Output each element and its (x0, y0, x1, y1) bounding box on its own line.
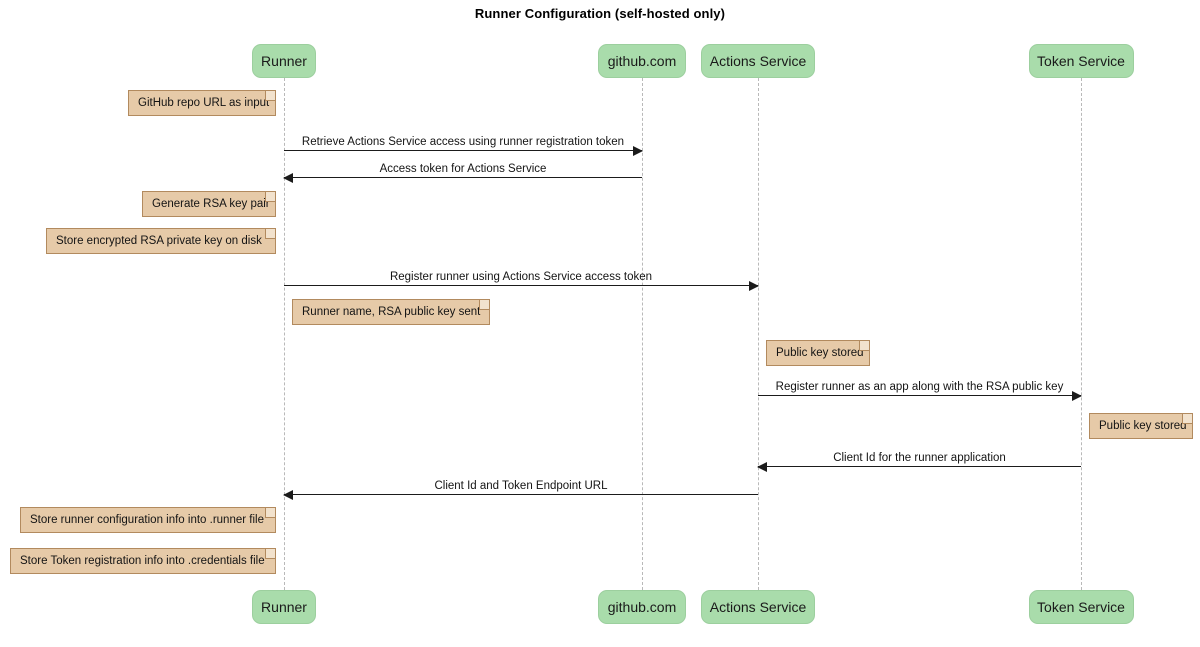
note-text: Store encrypted RSA private key on disk (56, 235, 262, 247)
arrow-head-left-icon (757, 462, 767, 472)
message-m4: Register runner as an app along with the… (758, 381, 1082, 401)
participant-label: Token Service (1037, 599, 1125, 615)
lifeline-runner (284, 78, 285, 590)
note-text: GitHub repo URL as input (138, 97, 270, 109)
message-label: Client Id and Token Endpoint URL (434, 480, 608, 492)
message-m6: Client Id and Token Endpoint URL (283, 480, 758, 500)
note-text: Public key stored (1099, 420, 1187, 432)
note-fold-corner-icon (265, 508, 275, 518)
note-fold-corner-icon (265, 91, 275, 101)
arrow-head-right-icon (1072, 391, 1082, 401)
note-text: Runner name, RSA public key sent (302, 306, 481, 318)
note-fold-corner-icon (1182, 414, 1192, 424)
lifeline-token (1081, 78, 1082, 590)
participant-label: Actions Service (709, 599, 807, 615)
note-n2: Generate RSA key pair (142, 191, 276, 217)
participant-actions-bottom[interactable]: Actions Service (701, 590, 815, 624)
note-n3: Store encrypted RSA private key on disk (46, 228, 276, 254)
message-label: Retrieve Actions Service access using ru… (301, 136, 625, 148)
note-n6: Public key stored (1089, 413, 1193, 439)
message-label: Client Id for the runner application (833, 452, 1006, 464)
note-fold-corner-icon (265, 192, 275, 202)
participant-label: github.com (607, 599, 677, 615)
message-m5: Client Id for the runner application (757, 452, 1081, 472)
note-fold-corner-icon (265, 229, 275, 239)
message-label: Access token for Actions Service (379, 163, 547, 175)
note-n8: Store Token registration info into .cred… (10, 548, 276, 574)
lifeline-actions (758, 78, 759, 590)
note-text: Store runner configuration info into .ru… (30, 514, 264, 526)
participant-label: Token Service (1037, 53, 1125, 69)
note-fold-corner-icon (265, 549, 275, 559)
message-m2: Access token for Actions Service (283, 163, 642, 183)
note-n5: Public key stored (766, 340, 870, 366)
arrow-head-left-icon (283, 490, 293, 500)
note-n4: Runner name, RSA public key sent (292, 299, 490, 325)
participant-label: Actions Service (709, 53, 807, 69)
lifeline-github (642, 78, 643, 590)
participant-actions-top[interactable]: Actions Service (701, 44, 815, 78)
message-m1: Retrieve Actions Service access using ru… (284, 136, 643, 156)
participant-token-top[interactable]: Token Service (1028, 44, 1134, 78)
note-text: Public key stored (776, 347, 864, 359)
participant-runner-top[interactable]: Runner (252, 44, 316, 78)
note-text: Store Token registration info into .cred… (20, 555, 265, 567)
participant-runner-bottom[interactable]: Runner (252, 590, 316, 624)
note-fold-corner-icon (859, 341, 869, 351)
participant-label: github.com (607, 53, 677, 69)
page-title: Runner Configuration (self-hosted only) (474, 6, 726, 21)
arrow-head-right-icon (749, 281, 759, 291)
message-m3: Register runner using Actions Service ac… (284, 271, 759, 291)
note-text: Generate RSA key pair (152, 198, 270, 210)
participant-github-top[interactable]: github.com (598, 44, 686, 78)
note-fold-corner-icon (479, 300, 489, 310)
participant-token-bottom[interactable]: Token Service (1028, 590, 1134, 624)
arrow-head-left-icon (283, 173, 293, 183)
arrow-head-right-icon (633, 146, 643, 156)
note-n1: GitHub repo URL as input (128, 90, 276, 116)
message-label: Register runner using Actions Service ac… (389, 271, 653, 283)
message-label: Register runner as an app along with the… (775, 381, 1064, 393)
note-n7: Store runner configuration info into .ru… (20, 507, 276, 533)
participant-label: Runner (261, 599, 307, 615)
participant-github-bottom[interactable]: github.com (598, 590, 686, 624)
participant-label: Runner (261, 53, 307, 69)
